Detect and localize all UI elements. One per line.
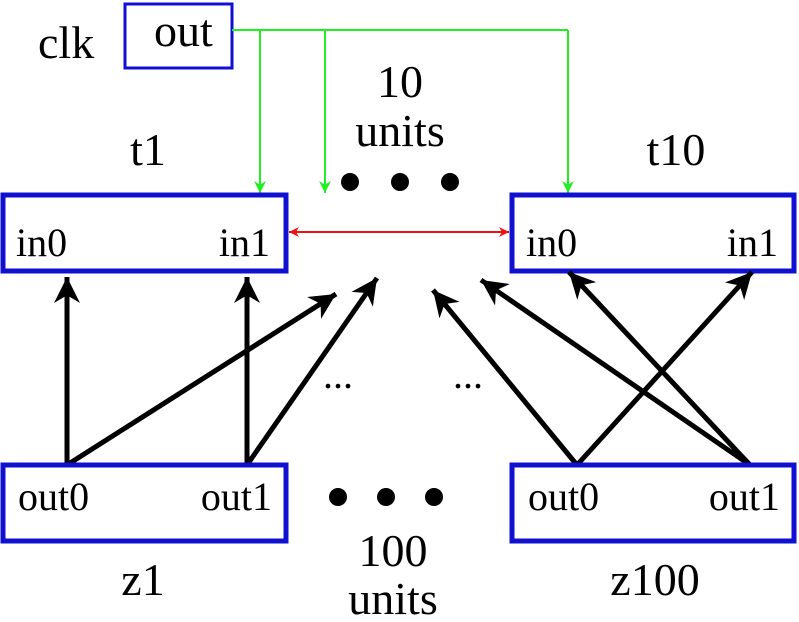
t10-box[interactable] xyxy=(509,192,797,274)
wire-z100-out0-other xyxy=(431,288,579,467)
t1-in1-port: in1 xyxy=(219,220,270,265)
z-count-number: 100 xyxy=(359,525,428,576)
z1-wires xyxy=(54,276,380,468)
wire-z1-out1-other xyxy=(244,276,380,467)
t1-label: t1 xyxy=(130,124,166,175)
t10-in0-port: in0 xyxy=(526,220,577,265)
wire-z100-out1-t10-in0 xyxy=(567,270,752,467)
t-ellipsis-dots xyxy=(341,173,459,191)
z1-box[interactable] xyxy=(0,462,289,544)
z1-out0-port: out0 xyxy=(18,474,89,519)
z100-label: z100 xyxy=(610,554,699,605)
wire-z100-out1-other xyxy=(479,277,752,468)
z100-wires xyxy=(431,270,754,468)
t-count-unit: units xyxy=(355,105,444,156)
clock-wires xyxy=(232,29,574,193)
z100-out0-port: out0 xyxy=(528,474,599,519)
t10-in1-port: in1 xyxy=(727,220,778,265)
clk-label: clk xyxy=(38,17,94,68)
t1-box[interactable] xyxy=(0,192,289,274)
z100-box[interactable] xyxy=(509,462,797,544)
clk-out-port: out xyxy=(154,5,213,56)
t1-in0-port: in0 xyxy=(16,220,67,265)
z100-out1-port: out1 xyxy=(709,474,780,519)
ellipsis-right: ... xyxy=(453,352,483,397)
ellipsis-left: ... xyxy=(323,352,353,397)
z1-out1-port: out1 xyxy=(201,474,272,519)
t-count-number: 10 xyxy=(377,56,423,107)
z1-label: z1 xyxy=(121,554,164,605)
wire-z100-out0-t10-in1 xyxy=(575,270,754,467)
t10-label: t10 xyxy=(647,124,706,175)
clk-box[interactable] xyxy=(123,2,234,70)
z-ellipsis-dots xyxy=(329,488,443,506)
wire-z1-out0-other xyxy=(65,291,338,468)
z-count-unit: units xyxy=(348,573,437,622)
